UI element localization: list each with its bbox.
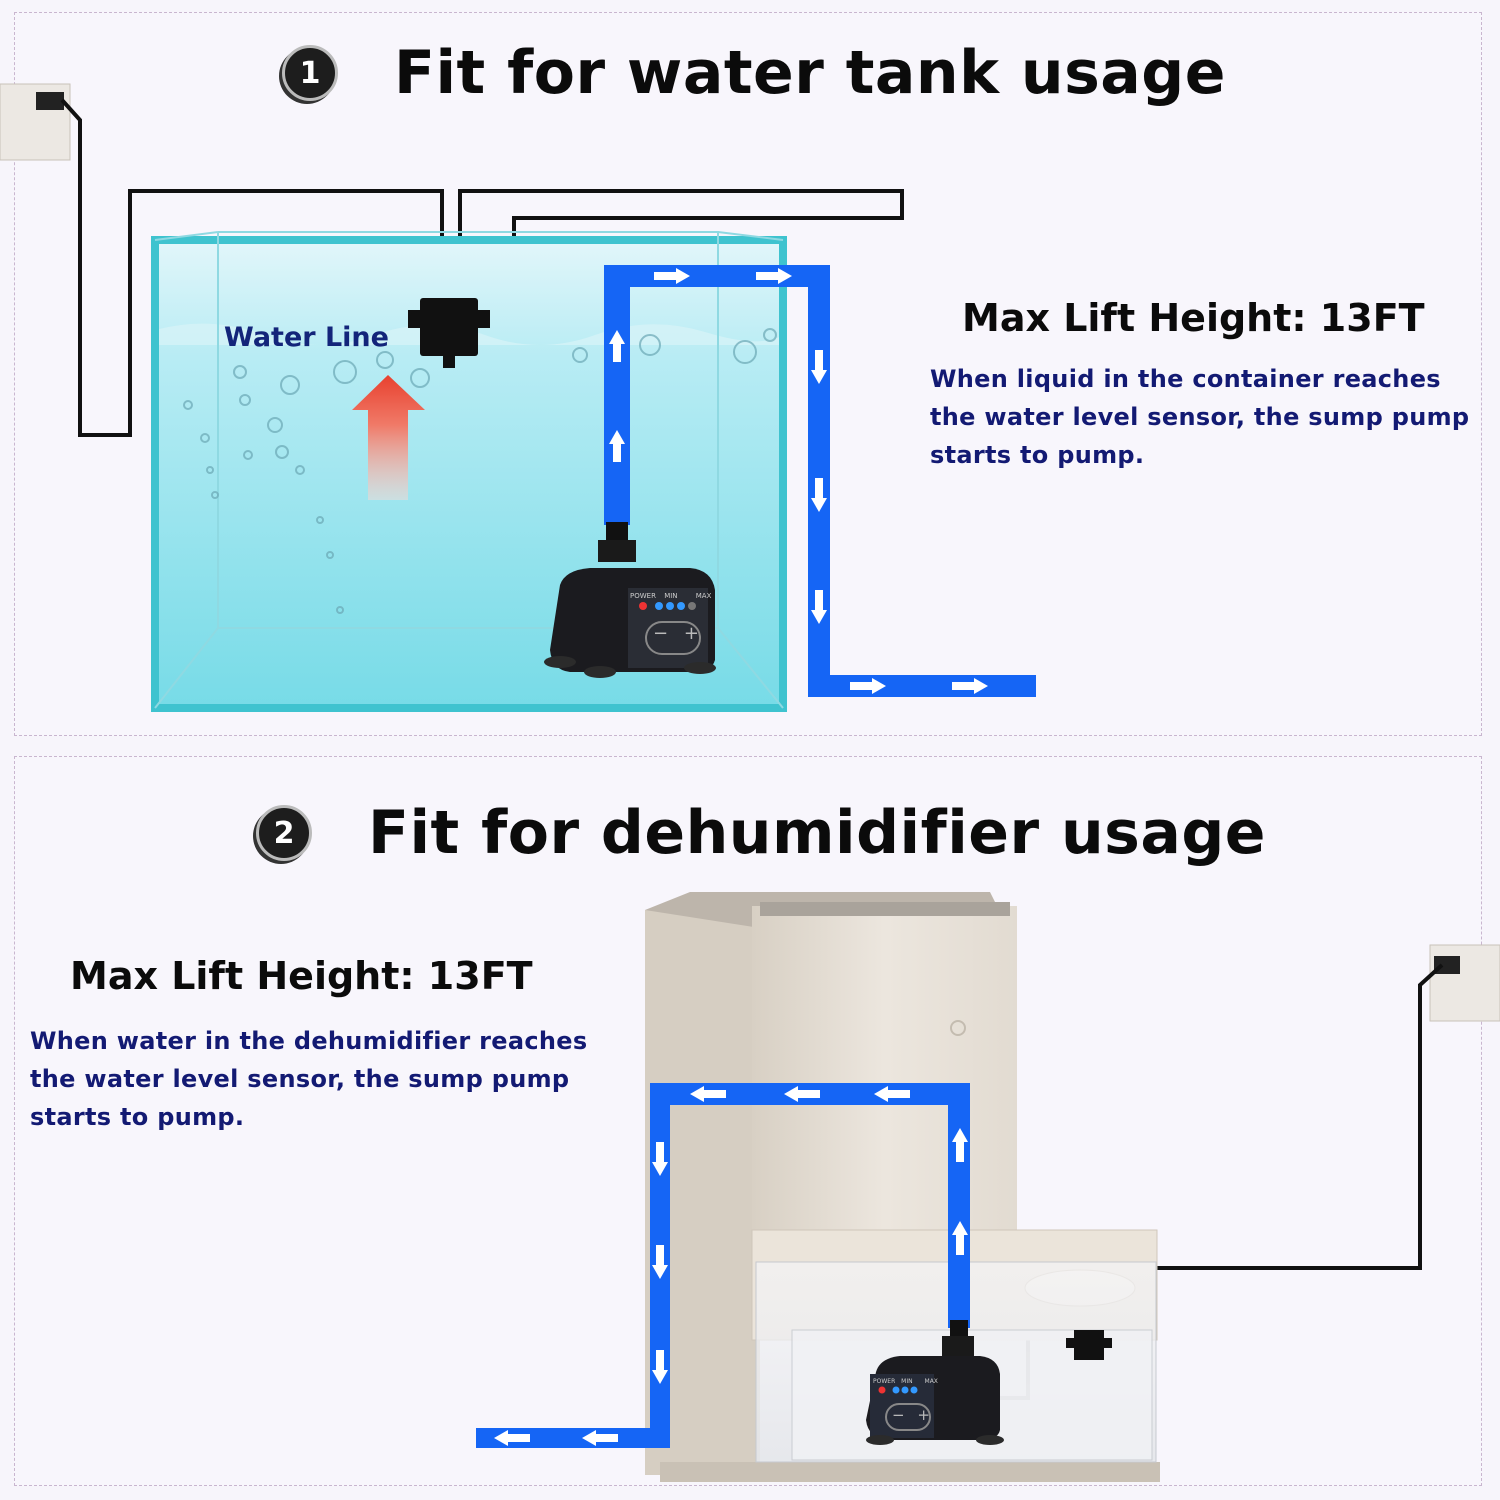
sump-pump-2 xyxy=(866,1320,1004,1445)
pump-minus-label-2: − xyxy=(892,1406,905,1424)
pump-min-label: MIN xyxy=(664,592,678,600)
pump-power-label: POWER xyxy=(630,592,656,600)
section-2-desc-line-1: When water in the dehumidifier reaches xyxy=(30,1027,588,1055)
flow-arrows-2 xyxy=(494,1086,968,1446)
section-2-heading: 2 Fit for dehumidifier usage xyxy=(256,798,1266,868)
pump-max-label: MAX xyxy=(695,592,712,600)
sump-pump-1 xyxy=(544,522,716,678)
section-2-description: When water in the dehumidifier reaches t… xyxy=(30,1022,587,1136)
section-2-max-lift: Max Lift Height: 13FT xyxy=(70,954,533,998)
pump-minus-label: − xyxy=(653,623,669,644)
section-1-desc-line-1: When liquid in the container reaches xyxy=(930,365,1441,393)
section-2-desc-line-3: starts to pump. xyxy=(30,1103,245,1131)
pump-buttons-1: − + xyxy=(653,623,699,644)
water-level-sensor-2 xyxy=(1066,1330,1112,1360)
wall-outlet-2 xyxy=(1429,944,1500,1022)
pump-plus-label: + xyxy=(683,623,699,644)
pump-power-label-2: POWER xyxy=(873,1378,896,1385)
pump-max-label-2: MAX xyxy=(924,1378,938,1385)
section-1-heading: 1 Fit for water tank usage xyxy=(282,38,1226,108)
section-2-desc-line-2: the water level sensor, the sump pump xyxy=(30,1065,570,1093)
water-line-label: Water Line xyxy=(224,322,389,353)
section-1-desc-line-2: the water level sensor, the sump pump xyxy=(930,403,1470,431)
water-level-sensor-1 xyxy=(408,298,490,368)
rising-water-arrow xyxy=(352,375,425,500)
flow-arrows-1 xyxy=(609,268,988,694)
section-1-title: Fit for water tank usage xyxy=(394,38,1226,108)
section-1-description: When liquid in the container reaches the… xyxy=(930,360,1469,474)
pump-plus-label-2: + xyxy=(917,1406,930,1424)
section-2-number: 2 xyxy=(256,805,312,861)
pump-panel-labels-1: POWER MIN MAX xyxy=(630,592,711,600)
section-1-desc-line-3: starts to pump. xyxy=(930,441,1145,469)
wall-outlet-1 xyxy=(0,83,71,161)
pump-panel-labels-2: POWER MIN MAX xyxy=(873,1378,938,1385)
pump-buttons-2: − + xyxy=(892,1406,930,1424)
power-cord-1 xyxy=(60,98,444,437)
pump-min-label-2: MIN xyxy=(901,1378,913,1385)
section-2-title: Fit for dehumidifier usage xyxy=(368,798,1266,868)
section-1-max-lift: Max Lift Height: 13FT xyxy=(962,296,1425,340)
section-1-number: 1 xyxy=(282,45,338,101)
